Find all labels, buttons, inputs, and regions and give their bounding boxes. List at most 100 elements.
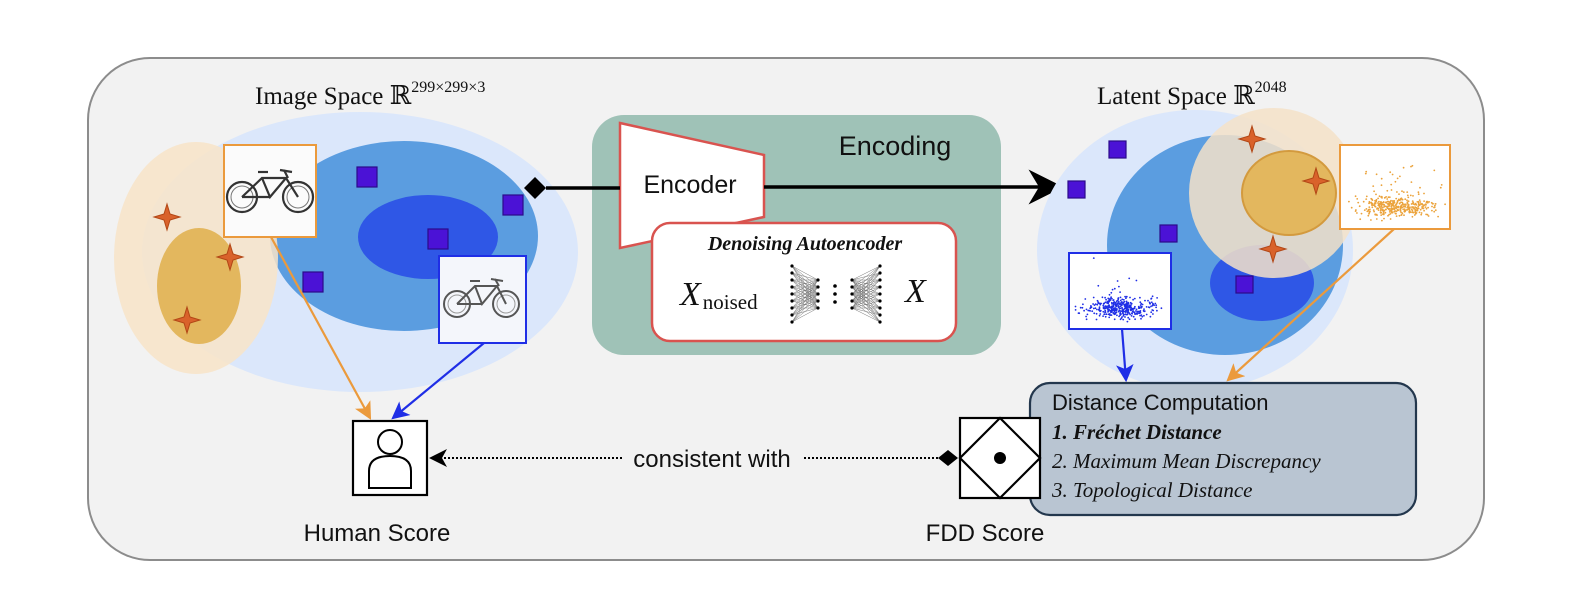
scatter-point [1387,196,1390,199]
scatter-point [1382,206,1384,209]
latent-space-title: Latent Space ℝ2048 [1097,79,1287,110]
scatter-point [1111,297,1113,300]
scatter-point [1375,193,1377,196]
scatter-point [1370,219,1372,221]
scatter-point [1135,310,1137,312]
encoder-label: Encoder [643,171,736,199]
scatter-point [1374,199,1376,202]
scatter-point [1097,284,1100,287]
scatter-point [1103,306,1105,309]
network-node [878,292,882,296]
scatter-point [1085,308,1088,311]
scatter-point [1388,211,1391,213]
scatter-point [1150,311,1153,314]
scatter-point [1126,320,1129,323]
scatter-point [1371,206,1374,209]
scatter-point [1427,206,1429,209]
scatter-point [1393,208,1396,211]
scatter-point [1389,200,1392,203]
scatter-point [1395,210,1398,213]
scatter-point [1122,312,1124,314]
scatter-point [1090,306,1092,309]
scatter-point [1098,306,1101,309]
scatter-point [1394,204,1397,206]
scatter-point [1364,172,1367,175]
scatter-point [1382,209,1385,212]
generated-feature-scatter-points [1348,164,1446,222]
x-noised-label: Xnoised [678,276,758,314]
scatter-point [1393,205,1395,208]
scatter-point [1108,299,1111,302]
scatter-point [1371,204,1373,207]
scatter-point [1149,315,1152,318]
scatter-point [1128,318,1131,321]
scatter-point [1113,287,1116,290]
scatter-point [1371,199,1374,202]
network-edge [791,279,819,309]
scatter-point [1398,214,1401,217]
scatter-point [1127,316,1130,319]
scatter-point [1149,302,1151,305]
distance-item-frechet: 1. Fréchet Distance [1052,420,1222,444]
scatter-point [1085,318,1088,321]
generated-sample-star-icon [172,305,202,335]
scatter-point [1092,303,1094,305]
scatter-point [1350,206,1353,209]
scatter-point [1094,307,1097,310]
network-node [790,264,794,268]
scatter-point [1402,166,1405,169]
network-node [816,299,820,303]
scatter-point [1408,209,1411,211]
scatter-point [1102,303,1105,305]
scatter-point [1383,203,1385,206]
real-image-to-human-arrow [391,342,485,420]
network-node [878,271,882,275]
scatter-point [1074,305,1077,308]
network-node [850,299,854,303]
scatter-point [1410,181,1413,184]
fdd-score-dot-icon [994,452,1006,464]
scatter-point [1137,305,1140,308]
latent-space-region: Latent Space ℝ2048 [1037,79,1451,390]
scatter-point [1390,211,1393,214]
scatter-point [1417,202,1420,205]
scatter-point [1107,301,1109,304]
scatter-point [1128,305,1131,308]
scatter-point [1385,202,1388,204]
scatter-point [1380,202,1382,205]
scatter-point [1125,295,1128,298]
scatter-point [1371,202,1374,205]
scatter-point [1395,202,1398,205]
scatter-point [1129,304,1132,307]
scatter-point [1091,310,1094,313]
scatter-point [1133,311,1136,314]
scatter-point [1374,202,1376,205]
image-sample-square [502,194,524,216]
scatter-point [1105,298,1107,301]
latent-generated-star-icon [1237,124,1267,154]
scatter-point [1413,203,1416,206]
scatter-point [1415,206,1418,209]
image-to-encoder-connector [524,177,620,199]
scatter-point [1376,214,1378,217]
scatter-point [1370,197,1373,200]
scatter-point [1151,309,1154,311]
scatter-point [1374,205,1376,208]
real-feature-scatter-points [1074,257,1163,323]
scatter-point [1143,314,1145,317]
scatter-point [1376,207,1379,210]
scatter-point [1404,198,1407,201]
scatter-point [1140,306,1143,309]
scatter-point [1131,312,1133,315]
scatter-point [1107,313,1110,316]
real-features-to-distance-arrow [1116,328,1134,383]
scatter-point [1099,302,1102,305]
scatter-point [1116,280,1119,282]
scatter-point [1365,195,1368,198]
scatter-point [1396,200,1399,203]
scatter-point [1110,306,1113,309]
scatter-point [1147,306,1150,308]
scatter-point [1386,205,1389,208]
scatter-point [1386,198,1389,200]
scatter-point [1130,302,1133,305]
